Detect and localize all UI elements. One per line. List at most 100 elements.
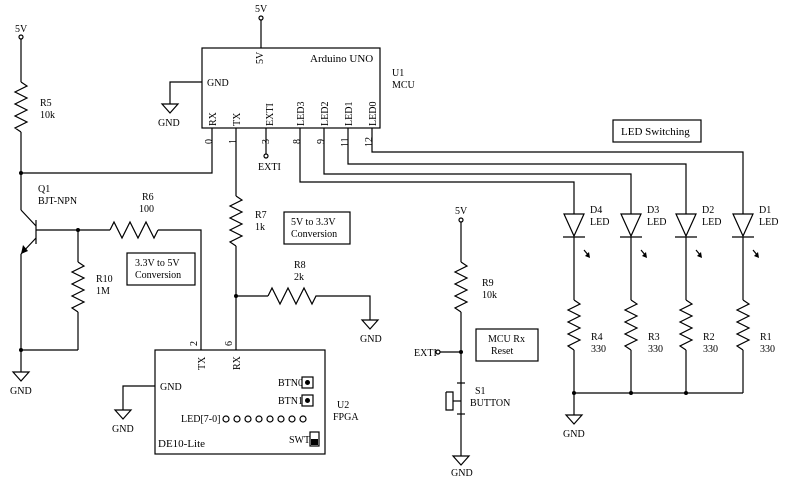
resistor-r4 xyxy=(566,299,582,351)
led-d2-type: LED xyxy=(702,217,721,228)
pin-0-num: 0 xyxy=(204,139,215,144)
r4-ref: R4 xyxy=(591,332,603,343)
pin-rx-label: RX xyxy=(208,111,219,126)
pin-12-num: 12 xyxy=(364,137,375,147)
pin-led0-label: LED0 xyxy=(368,102,379,126)
conversion-box-5v-to-3v3 xyxy=(283,211,351,245)
btn0-label: BTN0 xyxy=(278,378,303,389)
pin-1-num: 1 xyxy=(228,139,239,144)
s1-type: BUTTON xyxy=(470,398,510,409)
r3-val: 330 xyxy=(648,344,663,355)
pin-led3-label: LED3 xyxy=(296,102,307,126)
pin-9-num: 9 xyxy=(316,139,327,144)
led-d1-symbol xyxy=(732,213,754,238)
r9-val: 10k xyxy=(482,290,497,301)
r5-ref: R5 xyxy=(40,98,52,109)
fpga-swt-label: SWT xyxy=(289,435,310,446)
mcu-vcc-label: 5V xyxy=(255,4,268,15)
fpga-name: DE10-Lite xyxy=(158,438,205,450)
fpga-box xyxy=(154,349,326,455)
mcu-box xyxy=(201,47,381,129)
fpga-gnd-pin-label: GND xyxy=(160,382,182,393)
fpga-rx-num: 6 xyxy=(224,341,235,346)
mcu-type: MCU xyxy=(392,80,416,91)
r1-val: 330 xyxy=(760,344,775,355)
ground-symbol xyxy=(113,409,133,420)
box-33to5-line2: Conversion xyxy=(135,270,181,281)
resistor-r5 xyxy=(13,81,29,133)
r6-ref: R6 xyxy=(142,192,154,203)
pin-exti-label: EXTI xyxy=(265,103,276,126)
resistor-r2 xyxy=(678,299,694,351)
r7-val: 1k xyxy=(255,222,265,233)
pin-11-num: 11 xyxy=(340,137,351,147)
led-d3-symbol xyxy=(620,213,642,238)
reset-gnd-label: GND xyxy=(451,468,473,479)
pin-tx-label: TX xyxy=(232,112,243,126)
fpga-leds-label: LED[7-0] xyxy=(181,414,220,425)
fpga-ref: U2 xyxy=(337,400,349,411)
ground-symbol xyxy=(360,319,380,330)
r2-ref: R2 xyxy=(703,332,715,343)
r2-val: 330 xyxy=(703,344,718,355)
mcu-exti-label: EXTI xyxy=(258,162,281,173)
led-d2-ref: D2 xyxy=(702,205,714,216)
mcu-rx-reset-box xyxy=(475,328,539,362)
reset-exti-label: EXTI xyxy=(414,348,437,359)
fpga-rx-label: RX xyxy=(232,355,243,370)
q1-ref: Q1 xyxy=(38,184,50,195)
leds-gnd-label: GND xyxy=(563,429,585,440)
resistor-r10 xyxy=(70,261,86,313)
reset-box-line1: MCU Rx xyxy=(488,334,525,345)
left-vcc-label: 5V xyxy=(15,24,28,35)
resistor-r7 xyxy=(228,195,244,247)
conversion-box-3v3-to-5v xyxy=(126,252,196,286)
mcu-ref: U1 xyxy=(392,68,404,79)
left-gnd-label: GND xyxy=(10,386,32,397)
q1-type: BJT-NPN xyxy=(38,196,77,207)
led-d1-ref: D1 xyxy=(759,205,771,216)
mcu-gnd-pin-label: GND xyxy=(207,78,229,89)
r7-ref: R7 xyxy=(255,210,267,221)
fpga-type: FPGA xyxy=(333,412,359,423)
r8-ref: R8 xyxy=(294,260,306,271)
led-d4-type: LED xyxy=(590,217,609,228)
mcu-gnd-label: GND xyxy=(158,118,180,129)
led-switching-title: LED Switching xyxy=(621,126,690,138)
button-s1[interactable] xyxy=(445,391,454,411)
led-d1-type: LED xyxy=(759,217,778,228)
led-switching-box xyxy=(612,119,702,143)
resistor-r1 xyxy=(735,299,751,351)
r1-ref: R1 xyxy=(760,332,772,343)
fpga-led-array xyxy=(222,415,307,423)
resistor-r6 xyxy=(109,220,159,240)
r10-ref: R10 xyxy=(96,274,113,285)
r8-val: 2k xyxy=(294,272,304,283)
box-33to5-line1: 3.3V to 5V xyxy=(135,258,180,269)
resistor-r3 xyxy=(623,299,639,351)
s1-ref: S1 xyxy=(475,386,486,397)
fpga-tx-label: TX xyxy=(197,356,208,370)
r10-val: 1M xyxy=(96,286,110,297)
ground-symbol xyxy=(11,371,31,382)
led-d3-ref: D3 xyxy=(647,205,659,216)
btn1-label: BTN1 xyxy=(278,396,303,407)
led-d2-symbol xyxy=(675,213,697,238)
mcu-vcc-pin-label: 5V xyxy=(255,51,266,64)
pin-led1-label: LED1 xyxy=(344,102,355,126)
reset-box-line2: Reset xyxy=(491,346,513,357)
box-5to33-line1: 5V to 3.3V xyxy=(291,217,336,228)
led-d4-ref: D4 xyxy=(590,205,602,216)
r6-val: 100 xyxy=(139,204,154,215)
r3-ref: R3 xyxy=(648,332,660,343)
led-d4-symbol xyxy=(563,213,585,238)
ground-symbol xyxy=(451,455,471,466)
middle-gnd-label: GND xyxy=(360,334,382,345)
box-5to33-line2: Conversion xyxy=(291,229,337,240)
resistor-r9 xyxy=(453,261,469,313)
r9-ref: R9 xyxy=(482,278,494,289)
junction-dot xyxy=(19,171,23,175)
ground-symbol xyxy=(564,414,584,425)
ground-symbol xyxy=(160,103,180,114)
